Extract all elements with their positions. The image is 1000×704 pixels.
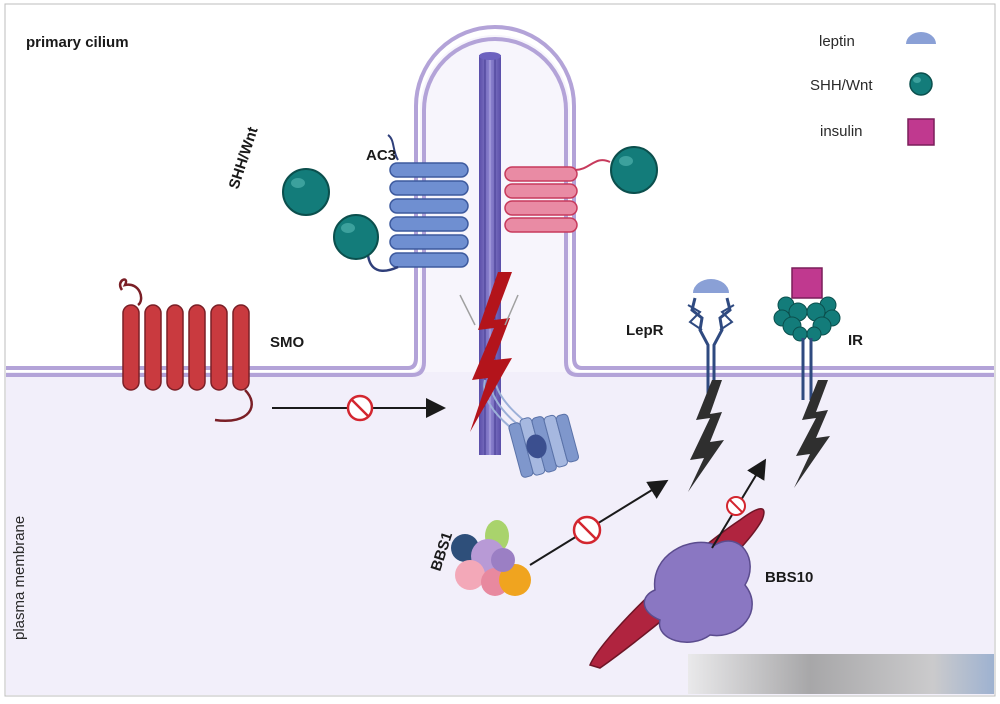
legend-leptin-label: leptin	[819, 33, 855, 50]
blurred-overlay	[688, 654, 994, 694]
plasma-membrane-inner	[6, 37, 994, 377]
ir-receptor	[773, 267, 841, 400]
title-label: primary cilium	[26, 34, 129, 51]
smo-label: SMO	[270, 334, 305, 351]
signal-spark	[504, 294, 519, 326]
leptin-icon	[906, 32, 936, 44]
bbs10-label: BBS10	[765, 569, 813, 586]
insulin-ligand	[791, 267, 823, 299]
insulin-icon	[907, 118, 935, 146]
shh-wnt-icon	[909, 72, 933, 96]
legend-insulin-label: insulin	[820, 123, 863, 140]
leptin-ligand	[693, 279, 729, 293]
lightning-dark-icon	[794, 380, 830, 488]
signal-spark	[459, 294, 476, 326]
inhibit-icon	[726, 496, 746, 516]
pink-receptor	[504, 159, 611, 233]
ac3-receptor	[366, 134, 469, 272]
plasma-membrane	[6, 25, 994, 370]
bbs10-complex	[588, 508, 765, 669]
inhibit-icon	[572, 515, 602, 545]
lepr-receptor	[687, 279, 735, 395]
plasma-membrane-label: plasma membrane	[11, 516, 28, 640]
bbs1-complex	[451, 520, 531, 596]
lightning-red-icon	[470, 272, 512, 432]
ir-label: IR	[848, 332, 863, 349]
basal-body	[483, 379, 580, 478]
ac3-label: AC3	[366, 147, 396, 164]
lightning-dark-icon	[688, 380, 724, 492]
legend-shh-wnt-label: SHH/Wnt	[810, 77, 873, 94]
shh-wnt-ligand	[282, 146, 658, 260]
inhibit-icon	[346, 394, 374, 422]
smo-receptor	[118, 278, 253, 423]
lepr-label: LepR	[626, 322, 664, 339]
